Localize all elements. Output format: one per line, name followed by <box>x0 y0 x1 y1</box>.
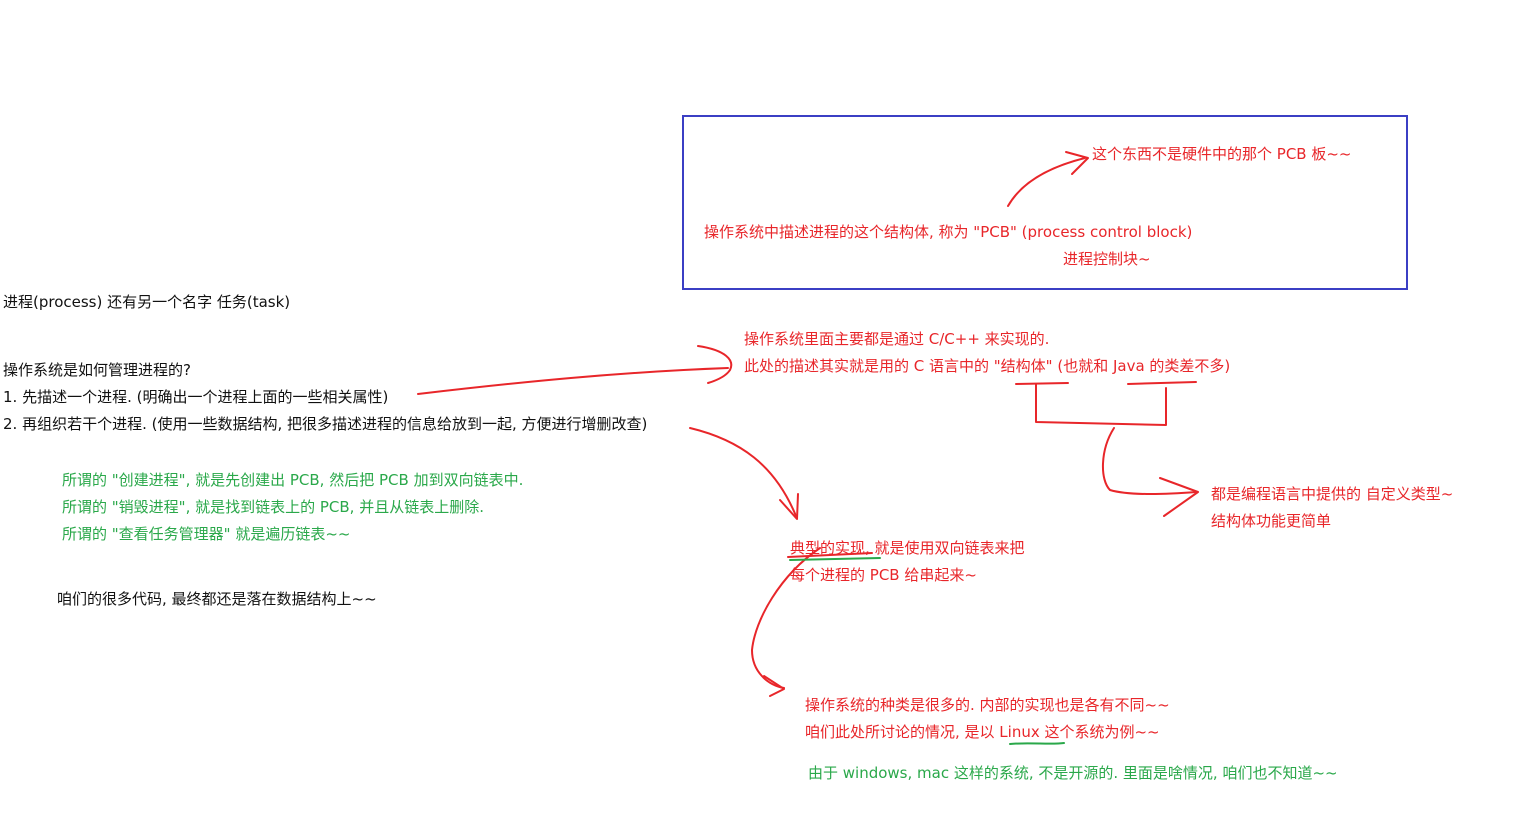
step-organize: 2. 再组织若干个进程. (使用一些数据结构, 把很多描述进程的信息给放到一起,… <box>3 415 648 433</box>
linked-list-note-line1: 典型的实现, 就是使用双向链表来把 <box>790 539 1025 557</box>
custom-type-note-line1: 都是编程语言中提供的 自定义类型~ <box>1211 485 1454 503</box>
underline-typical-impl-green <box>789 557 881 561</box>
arrow-head-linked-list <box>779 493 799 520</box>
bracket-struct <box>1035 383 1167 426</box>
arrow-head-custom-type <box>1159 477 1199 517</box>
management-question: 操作系统是如何管理进程的? <box>3 361 191 379</box>
destroy-process-note: 所谓的 "销毁进程", 就是找到链表上的 PCB, 并且从链表上删除. <box>62 498 484 516</box>
arrow-step1-to-describe <box>417 367 729 395</box>
data-structure-note: 咱们的很多代码, 最终都还是落在数据结构上~~ <box>57 590 377 608</box>
linked-list-note-line2: 每个进程的 PCB 给串起来~ <box>790 566 977 584</box>
underline-linux <box>1009 742 1065 745</box>
os-variety-note: 操作系统的种类是很多的. 内部的实现也是各有不同~~ <box>805 696 1170 714</box>
linux-example-note: 咱们此处所讨论的情况, 是以 Linux 这个系统为例~~ <box>805 723 1160 741</box>
arrow-head-describe <box>697 345 733 384</box>
arrow-step2-to-linked-list <box>689 427 797 517</box>
arrow-to-custom-type <box>1101 427 1197 495</box>
pcb-annotation-box <box>682 115 1408 290</box>
pcb-not-hardware-note: 这个东西不是硬件中的那个 PCB 板~~ <box>1092 145 1352 163</box>
pcb-translation: 进程控制块~ <box>1063 250 1151 268</box>
closed-source-note: 由于 windows, mac 这样的系统, 不是开源的. 里面是啥情况, 咱们… <box>808 764 1338 782</box>
create-process-note: 所谓的 "创建进程", 就是先创建出 PCB, 然后把 PCB 加到双向链表中. <box>62 471 524 489</box>
step-describe: 1. 先描述一个进程. (明确出一个进程上面的一些相关属性) <box>3 388 389 406</box>
bracket-struct-top <box>1015 382 1069 385</box>
bracket-java-class <box>1127 381 1197 385</box>
describe-note-line2: 此处的描述其实就是用的 C 语言中的 "结构体" (也就和 Java 的类差不多… <box>744 357 1231 375</box>
process-alias-note: 进程(process) 还有另一个名字 任务(task) <box>3 293 291 311</box>
arrow-head-os-notes <box>763 675 785 697</box>
pcb-definition: 操作系统中描述进程的这个结构体, 称为 "PCB" (process contr… <box>704 223 1193 241</box>
task-manager-note: 所谓的 "查看任务管理器" 就是遍历链表~~ <box>62 525 351 543</box>
custom-type-note-line2: 结构体功能更简单 <box>1211 512 1332 530</box>
describe-note-line1: 操作系统里面主要都是通过 C/C++ 来实现的. <box>744 330 1050 348</box>
